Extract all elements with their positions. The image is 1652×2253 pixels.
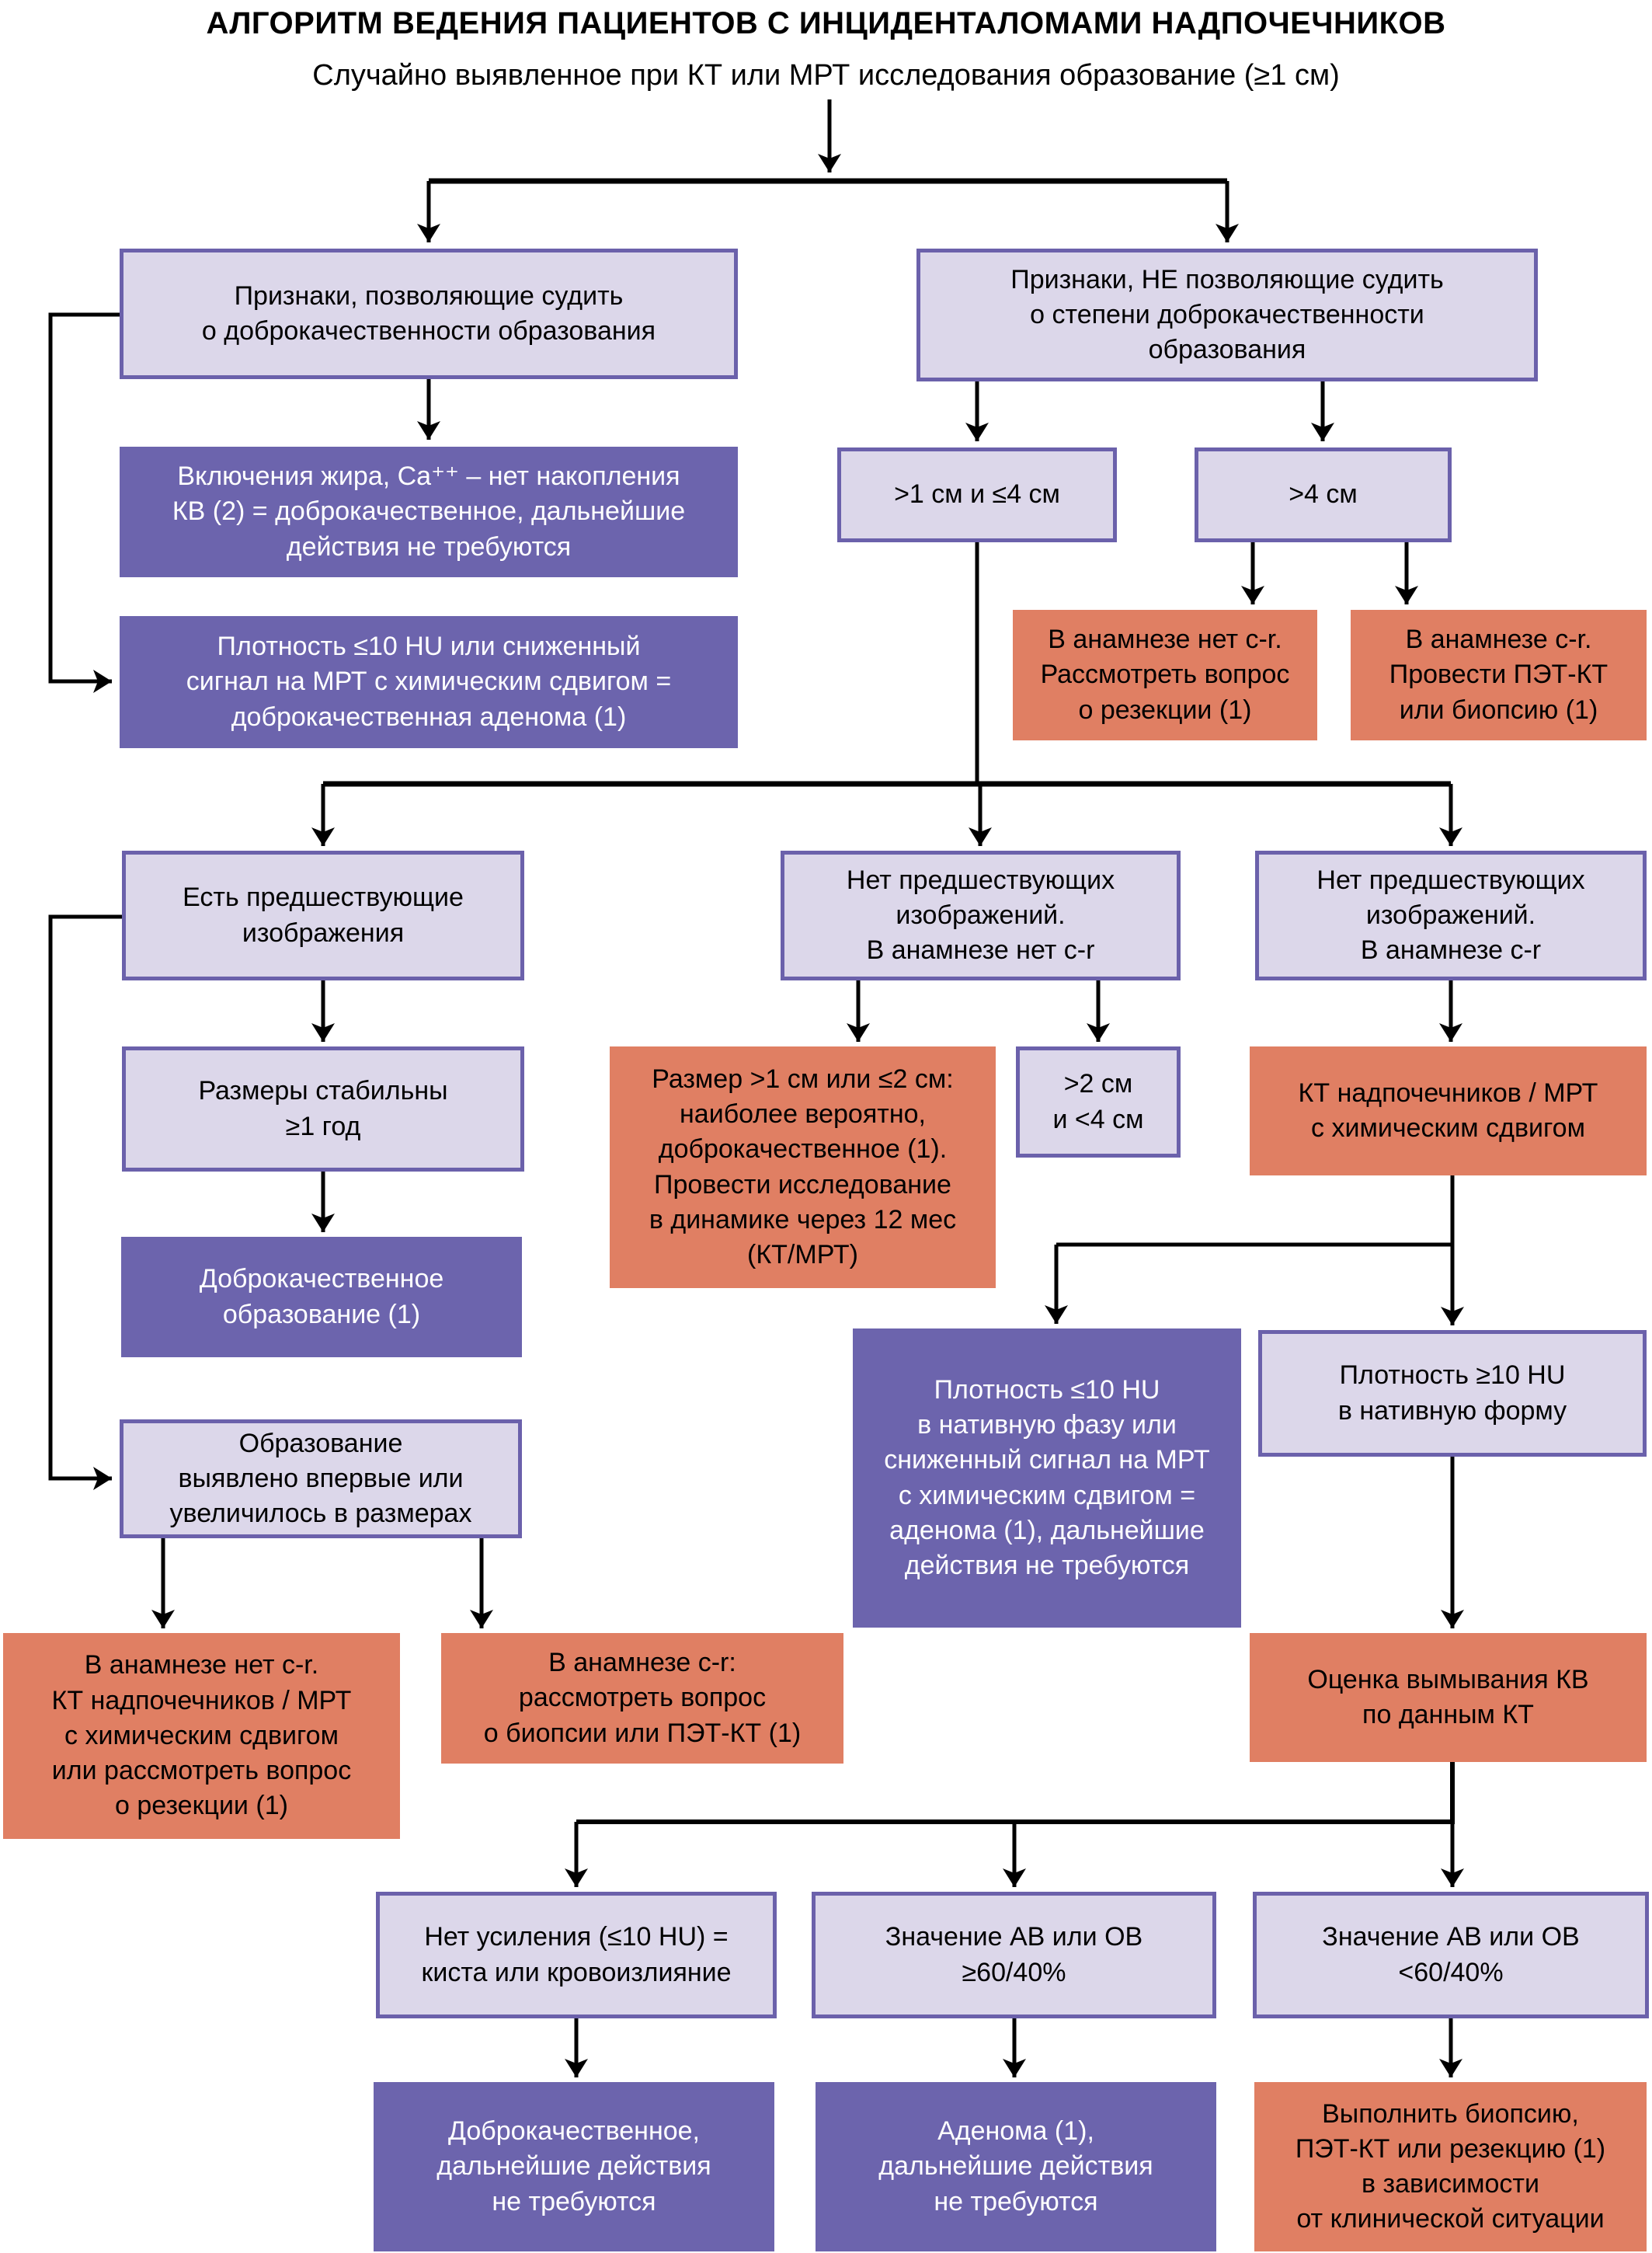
node-size-1-4cm: >1 см и ≤4 см bbox=[837, 447, 1117, 542]
node-size-1-2cm-followup: Размер >1 см или ≤2 см: наиболее вероятн… bbox=[610, 1046, 996, 1288]
node-fat-inclusions-benign: Включения жира, Ca⁺⁺ – нет накопления КВ… bbox=[120, 447, 738, 577]
node-size-stable-1year: Размеры стабильны ≥1 год bbox=[122, 1046, 524, 1172]
feeder-prevYes-newLesion bbox=[48, 914, 122, 1490]
node-cancer-history-petct: В анамнезе c-r. Провести ПЭТ-КТ или биоп… bbox=[1351, 610, 1647, 740]
node-size-2-4cm: >2 см и <4 см bbox=[1016, 1046, 1181, 1158]
node-cr-biopsy-or-petct: В анамнезе c-r: рассмотреть вопрос о био… bbox=[441, 1633, 843, 1764]
node-ct-mri-chemical-shift: КТ надпочечников / МРТ с химическим сдви… bbox=[1250, 1046, 1647, 1175]
node-result-adenoma: Аденома (1), дальнейшие действия не треб… bbox=[816, 2082, 1216, 2251]
node-density-le10-adenoma: Плотность ≤10 HU или сниженный сигнал на… bbox=[120, 616, 738, 748]
node-no-cr-ct-mri-or-resection: В анамнезе нет c-r. КТ надпочечников / М… bbox=[3, 1633, 400, 1839]
page-title: АЛГОРИТМ ВЕДЕНИЯ ПАЦИЕНТОВ С ИНЦИДЕНТАЛО… bbox=[206, 6, 1446, 40]
node-result-biopsy-petct-resection: Выполнить биопсию, ПЭТ-КТ или резекцию (… bbox=[1254, 2082, 1647, 2251]
node-new-or-growing-lesion: Образование выявлено впервые или увеличи… bbox=[120, 1419, 522, 1538]
node-signs-allow-judgment: Признаки, позволяющие судить о доброкаче… bbox=[120, 249, 738, 379]
node-washout-ge-60-40: Значение АВ или ОВ ≥60/40% bbox=[812, 1892, 1216, 2018]
node-washout-lt-60-40: Значение АВ или ОВ <60/40% bbox=[1253, 1892, 1649, 2018]
tee-ctAdrenal bbox=[1056, 1175, 1455, 1247]
node-no-prior-imaging-cr: Нет предшествующих изображений. В анамне… bbox=[1255, 851, 1647, 980]
node-contrast-washout-assessment: Оценка вымывания КВ по данным КТ bbox=[1250, 1633, 1647, 1762]
feeder-boxA-purple2 bbox=[48, 312, 120, 693]
tee-washout bbox=[576, 1762, 1455, 1824]
node-result-benign: Доброкачественное, дальнейшие действия н… bbox=[374, 2082, 774, 2251]
page-subtitle: Случайно выявленное при КТ или МРТ иссле… bbox=[312, 59, 1340, 92]
node-size-gt4cm: >4 см bbox=[1195, 447, 1452, 542]
node-no-prior-imaging-no-cr: Нет предшествующих изображений. В анамне… bbox=[781, 851, 1181, 980]
node-density-le10-native-adenoma: Плотность ≤10 HU в нативную фазу или сни… bbox=[853, 1328, 1241, 1628]
node-signs-not-allow-judgment: Признаки, НЕ позволяющие судить о степен… bbox=[916, 249, 1538, 381]
node-prior-imaging-yes: Есть предшествующие изображения bbox=[122, 851, 524, 980]
node-density-ge10-native: Плотность ≥10 HU в нативную форму bbox=[1258, 1330, 1647, 1457]
node-benign-lesion: Доброкачественное образование (1) bbox=[121, 1237, 522, 1357]
node-no-enhancement-cyst: Нет усиления (≤10 HU) = киста или кровои… bbox=[376, 1892, 777, 2018]
node-no-cancer-history-resection: В анамнезе нет c-r. Рассмотреть вопрос о… bbox=[1013, 610, 1317, 740]
